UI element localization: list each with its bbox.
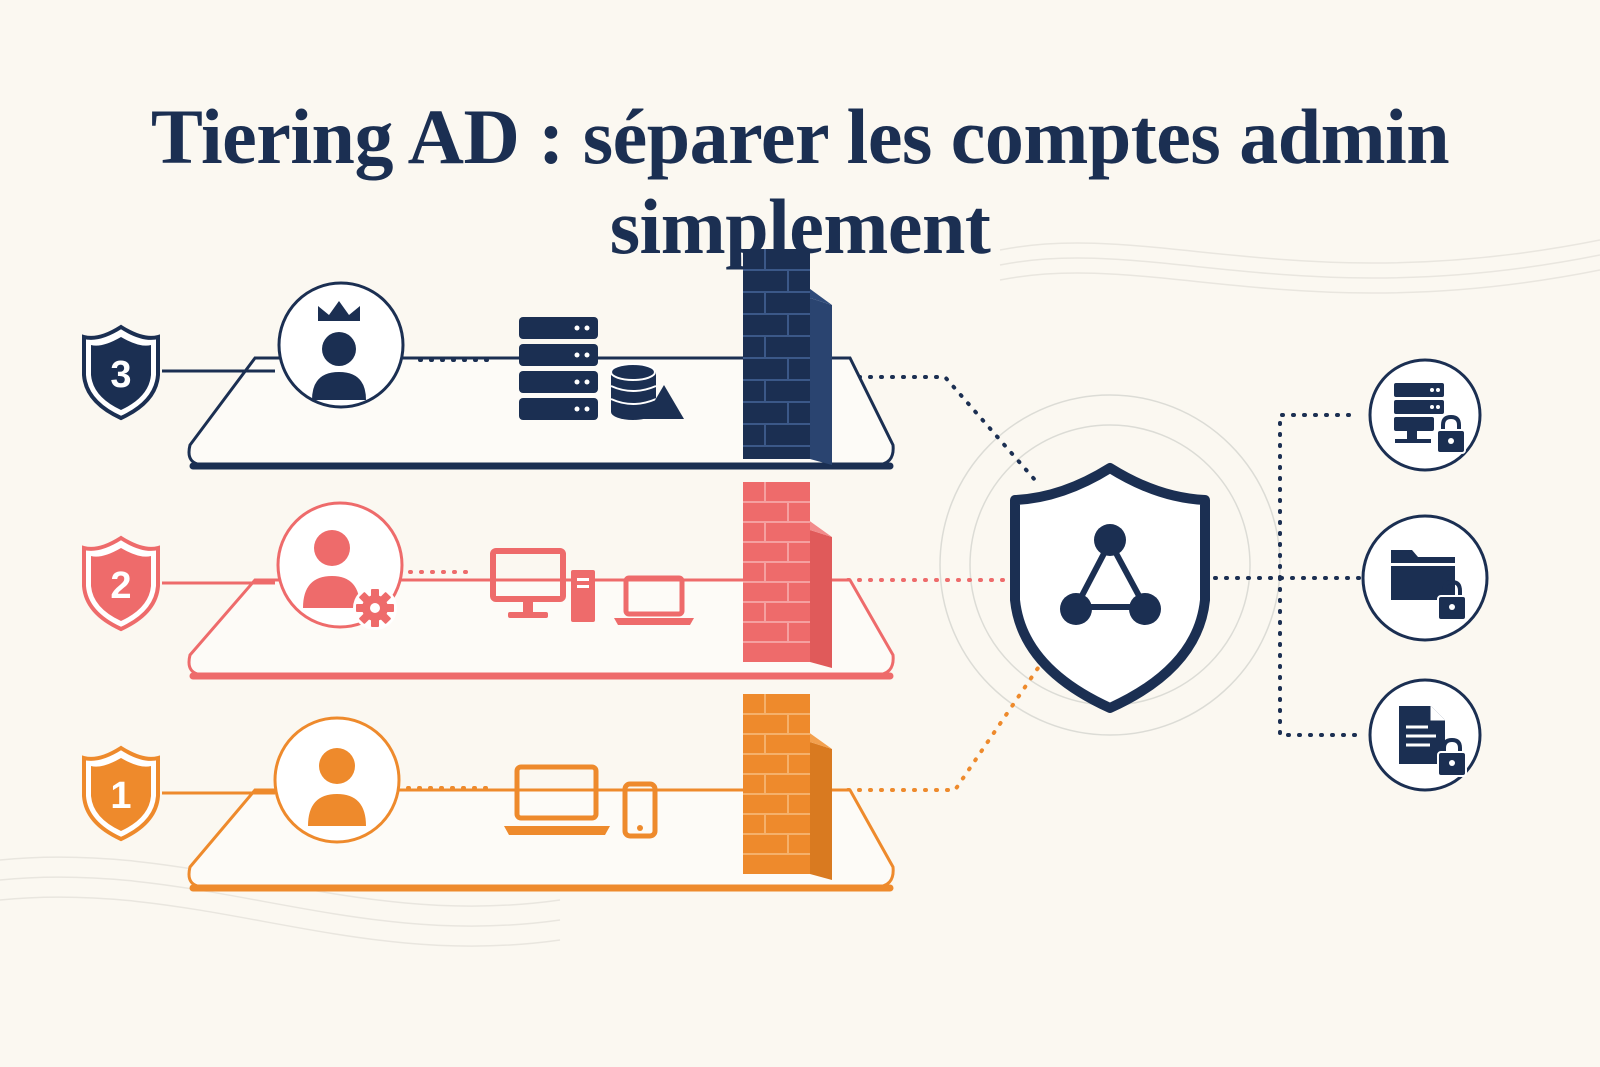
triangle-icon — [644, 385, 684, 419]
connector-tier-3 — [846, 375, 1037, 482]
server-lock-icon — [1368, 358, 1482, 472]
desktop-icon — [490, 548, 566, 618]
tier-connectors — [846, 375, 1042, 792]
shield-network-icon — [1010, 463, 1210, 713]
tier-2-badge-number: 2 — [110, 565, 131, 607]
tier-3-row: 3 — [82, 249, 895, 470]
user-icon — [273, 716, 401, 844]
server-rack-icon — [519, 317, 598, 420]
crowned-admin-icon — [277, 281, 405, 409]
tower-pc-icon — [571, 570, 595, 622]
tier-2-firewall — [743, 482, 832, 668]
laptop-icon — [614, 575, 694, 625]
document-lock-icon — [1368, 678, 1482, 792]
laptop-icon-tier-1 — [504, 764, 610, 835]
tier-2-row: 2 — [82, 482, 895, 680]
page-title: Tiering AD : séparer les comptes admin s… — [150, 93, 1450, 270]
tier-1-row: 1 — [82, 694, 895, 892]
resource-connectors — [1213, 413, 1370, 737]
tier-1-firewall — [743, 694, 832, 880]
tier-1-badge-number: 1 — [110, 775, 131, 817]
tier-3-firewall — [743, 249, 832, 465]
background-waves — [0, 239, 1600, 947]
smartphone-icon — [622, 781, 658, 839]
database-icon — [610, 363, 657, 420]
tier-3-badge-number: 3 — [110, 354, 131, 396]
admin-gear-icon — [276, 501, 404, 630]
connector-tier-1 — [846, 663, 1042, 792]
folder-lock-icon — [1361, 514, 1489, 642]
